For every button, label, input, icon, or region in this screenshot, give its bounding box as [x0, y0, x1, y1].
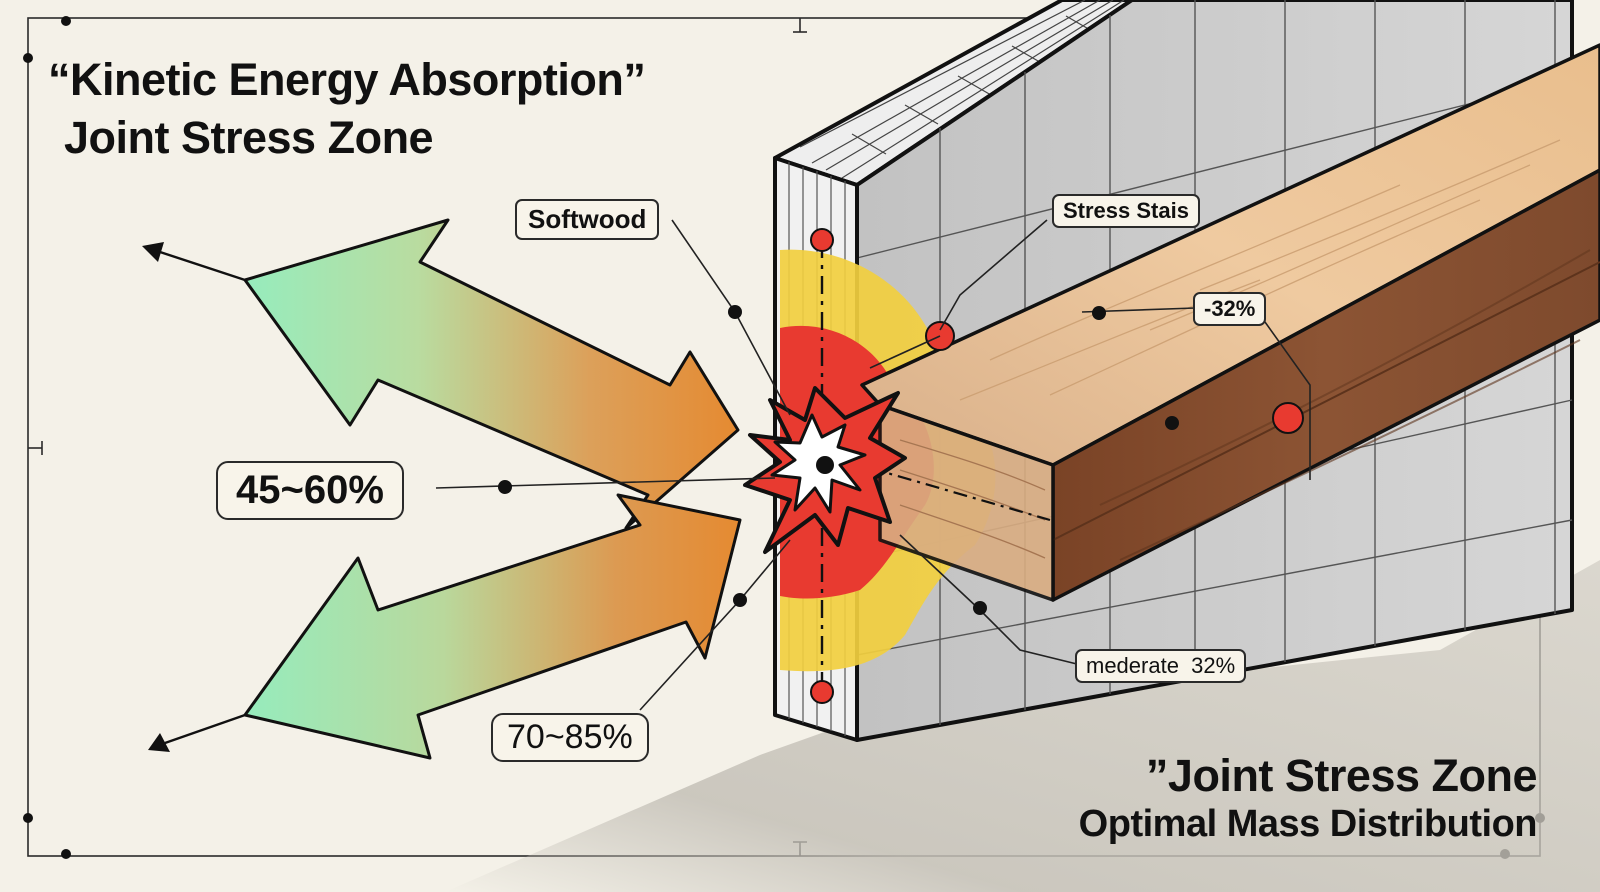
- title-bottom-line1: ”Joint Stress Zone: [1145, 750, 1538, 801]
- wall-panel-grid: [856, 0, 1573, 725]
- label-softwood: Softwood: [515, 199, 660, 240]
- title-bottom-line2: Optimal Mass Distribution: [1078, 803, 1538, 845]
- label-minus-32: -32%: [1193, 292, 1267, 326]
- pointer-arrow-upper: [142, 242, 246, 282]
- title-top-line1: “Kinetic Energy Absorption”: [48, 54, 646, 105]
- impact-center-dot: [816, 456, 834, 474]
- beam-centerline: [869, 466, 1051, 522]
- label-range-45-60: 45~60%: [216, 461, 404, 520]
- title-top-line2: Joint Stress Zone: [64, 112, 434, 163]
- label-range-70-85: 70~85%: [491, 713, 649, 762]
- pointer-arrow-lower: [148, 713, 246, 752]
- beam-side-grain: [1052, 249, 1600, 561]
- wall-top-grid: [799, 0, 1125, 179]
- ground-shadow: [445, 560, 1600, 892]
- label-moderate-32: mederate 32%: [1075, 649, 1247, 683]
- leader-dots: [498, 305, 1179, 615]
- label-stress-stais: Stress Stais: [1052, 194, 1200, 228]
